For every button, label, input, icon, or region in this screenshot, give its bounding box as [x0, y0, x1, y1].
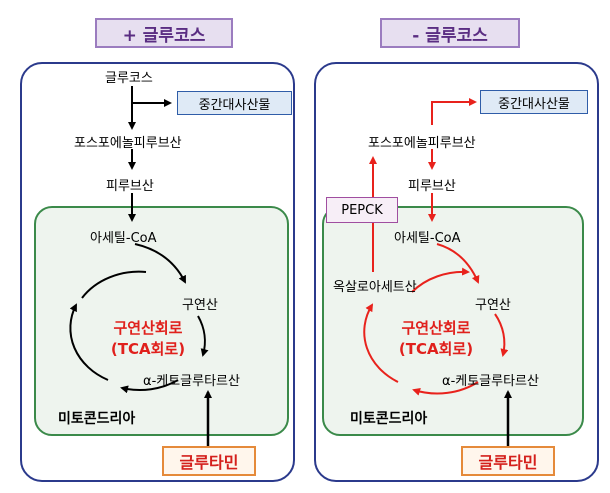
left-tca-cycle-title: 구연산회로 (TCA회로) — [98, 318, 198, 360]
left-glucose-label: 글루코스 — [105, 71, 153, 86]
right-akg-label: α-케토글루타르산 — [442, 374, 539, 389]
right-panel — [314, 62, 599, 482]
left-pep-label: 포스포에놀피루브산 — [74, 136, 182, 151]
right-pep-to-intermediates-arrow — [431, 98, 477, 125]
left-glutamine-box: 글루타민 — [162, 446, 256, 476]
left-acetylcoa-to-citrate-arrow — [134, 243, 186, 284]
right-pep-label: 포스포에놀피루브산 — [368, 136, 476, 151]
left-panel — [20, 62, 295, 482]
left-tca-cycle — [69, 270, 209, 394]
left-intermediates-box: 중간대사산물 — [177, 91, 292, 115]
right-tca-cycle-line1: 구연산회로 — [401, 319, 471, 337]
left-tca-cycle-line2: (TCA회로) — [110, 340, 186, 358]
left-akg-label: α-케토글루타르산 — [143, 374, 240, 389]
left-mitochondria-label: 미토콘드리아 — [58, 411, 136, 427]
right-acetylcoa-to-citrate-arrow — [436, 243, 480, 284]
right-acetylcoa-label: 아세틸-CoA — [394, 231, 461, 246]
left-mitochondria-region — [34, 206, 289, 436]
right-intermediates-box: 중간대사산물 — [480, 90, 588, 114]
right-pyruvate-label: 피루브산 — [408, 179, 456, 194]
right-panel-title: - 글루코스 — [380, 18, 520, 48]
left-panel-title: + 글루코스 — [95, 18, 233, 48]
left-tca-cycle-line1: 구연산회로 — [113, 319, 183, 337]
left-citrate-label: 구연산 — [182, 298, 218, 313]
left-pyruvate-label: 피루브산 — [106, 179, 154, 194]
right-glutamine-box: 글루타민 — [461, 446, 555, 476]
pepck-enzyme-box: PEPCK — [326, 197, 398, 223]
right-tca-cycle-line2: (TCA회로) — [398, 340, 474, 358]
right-tca-cycle-title: 구연산회로 (TCA회로) — [386, 318, 486, 360]
right-oxaloacetate-label: 옥살로아세트산 — [333, 280, 417, 295]
right-mitochondria-label: 미토콘드리아 — [350, 411, 428, 427]
left-acetylcoa-label: 아세틸-CoA — [90, 231, 157, 246]
right-citrate-label: 구연산 — [475, 298, 511, 313]
right-tca-cycle — [363, 267, 509, 396]
